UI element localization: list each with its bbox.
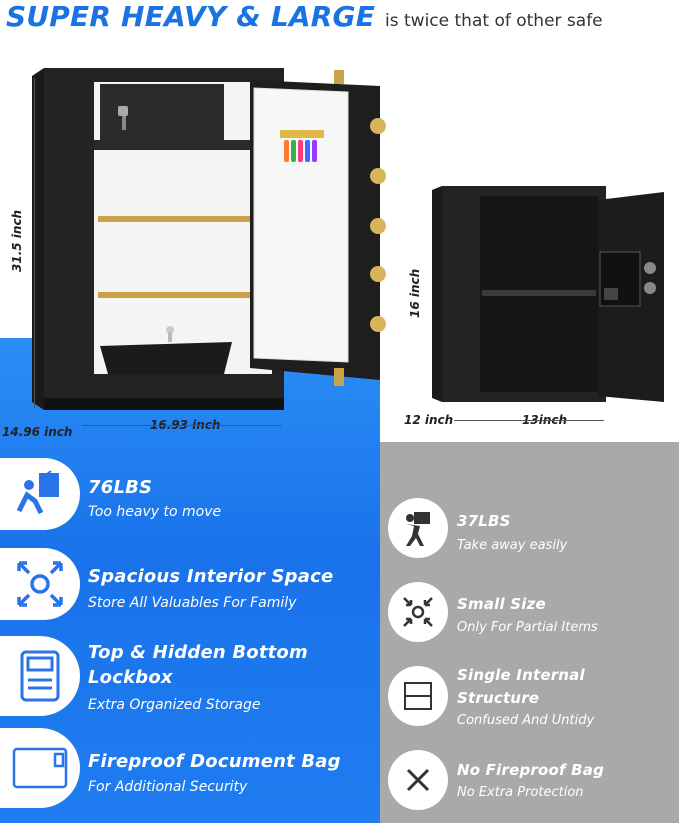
expand-arrows-icon xyxy=(0,548,80,620)
feature-title-fireproof: Fireproof Document Bag xyxy=(88,751,341,772)
document-bag-icon xyxy=(0,728,80,808)
feature-title-space-large: Spacious Interior Space xyxy=(88,566,334,587)
lockbox-icon xyxy=(0,636,80,716)
feature-sub-fireproof: For Additional Security xyxy=(88,779,248,795)
depth-label-large: 14.96 inch xyxy=(2,425,73,439)
height-label-large: 31.5 inch xyxy=(10,209,24,272)
feature-title-lockbox-line2: Lockbox xyxy=(88,667,173,688)
large-safe-image xyxy=(32,68,386,410)
depth-label-small: 12 inch xyxy=(404,413,454,427)
height-label-small: 16 inch xyxy=(408,268,422,318)
headline-subtitle: is twice that of other safe xyxy=(385,11,603,31)
feature-sub-space-large: Store All Valuables For Family xyxy=(88,595,297,611)
feature-title-structure-line1: Single Internal xyxy=(457,666,585,684)
single-compartment-icon xyxy=(388,666,448,726)
small-safe-image xyxy=(432,186,664,402)
width-line-small xyxy=(454,420,604,421)
headline: SUPER HEAVY & LARGE is twice that of oth… xyxy=(6,0,603,34)
x-mark-icon xyxy=(388,750,448,810)
feature-sub-structure: Confused And Untidy xyxy=(457,713,595,728)
feature-title-structure-line2: Structure xyxy=(457,689,540,707)
feature-title-weight-small: 37LBS xyxy=(457,512,511,530)
heavy-lift-icon xyxy=(0,458,80,530)
width-line-large xyxy=(82,425,282,426)
feature-title-weight-large: 76LBS xyxy=(88,477,153,498)
height-line-large xyxy=(34,78,35,408)
feature-sub-lockbox: Extra Organized Storage xyxy=(88,697,261,713)
headline-title: SUPER HEAVY & LARGE xyxy=(6,0,376,33)
feature-title-size-small: Small Size xyxy=(457,595,546,613)
carry-box-icon xyxy=(388,498,448,558)
feature-sub-weight-small: Take away easily xyxy=(457,538,568,553)
feature-title-nofireproof: No Fireproof Bag xyxy=(457,761,605,779)
feature-title-lockbox-line1: Top & Hidden Bottom xyxy=(88,642,308,663)
feature-sub-nofireproof: No Extra Protection xyxy=(457,785,584,800)
compress-arrows-icon xyxy=(388,582,448,642)
feature-sub-weight-large: Too heavy to move xyxy=(88,504,222,520)
feature-sub-size-small: Only For Partial Items xyxy=(457,620,598,635)
